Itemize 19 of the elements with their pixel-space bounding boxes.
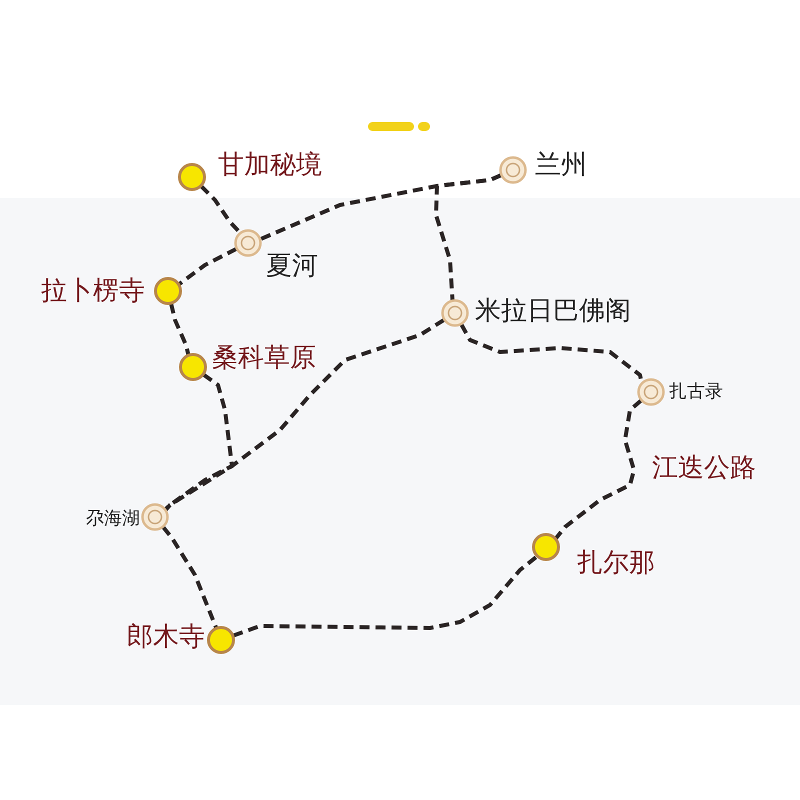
road-label: 江迭公路 [652, 455, 756, 481]
station-label: 扎古录 [669, 383, 723, 401]
route-line [178, 247, 238, 286]
station-label: 尕海湖 [86, 510, 140, 528]
station-label: 桑科草原 [212, 345, 316, 371]
route-line [200, 184, 242, 234]
station-label: 兰州 [535, 152, 587, 178]
route-line [434, 173, 502, 300]
route-line [232, 554, 538, 638]
station-label: 郎木寺 [127, 624, 205, 650]
station-label: 甘加秘境 [218, 152, 322, 178]
station-label: 米拉日巴佛阁 [475, 298, 631, 324]
station-label: 扎尔那 [577, 550, 655, 576]
route-line [169, 303, 190, 356]
station-label: 夏河 [266, 253, 318, 279]
route-line [164, 318, 446, 512]
route-line [162, 526, 218, 629]
route-line [554, 398, 642, 540]
station-label: 拉卜楞寺 [41, 278, 145, 304]
